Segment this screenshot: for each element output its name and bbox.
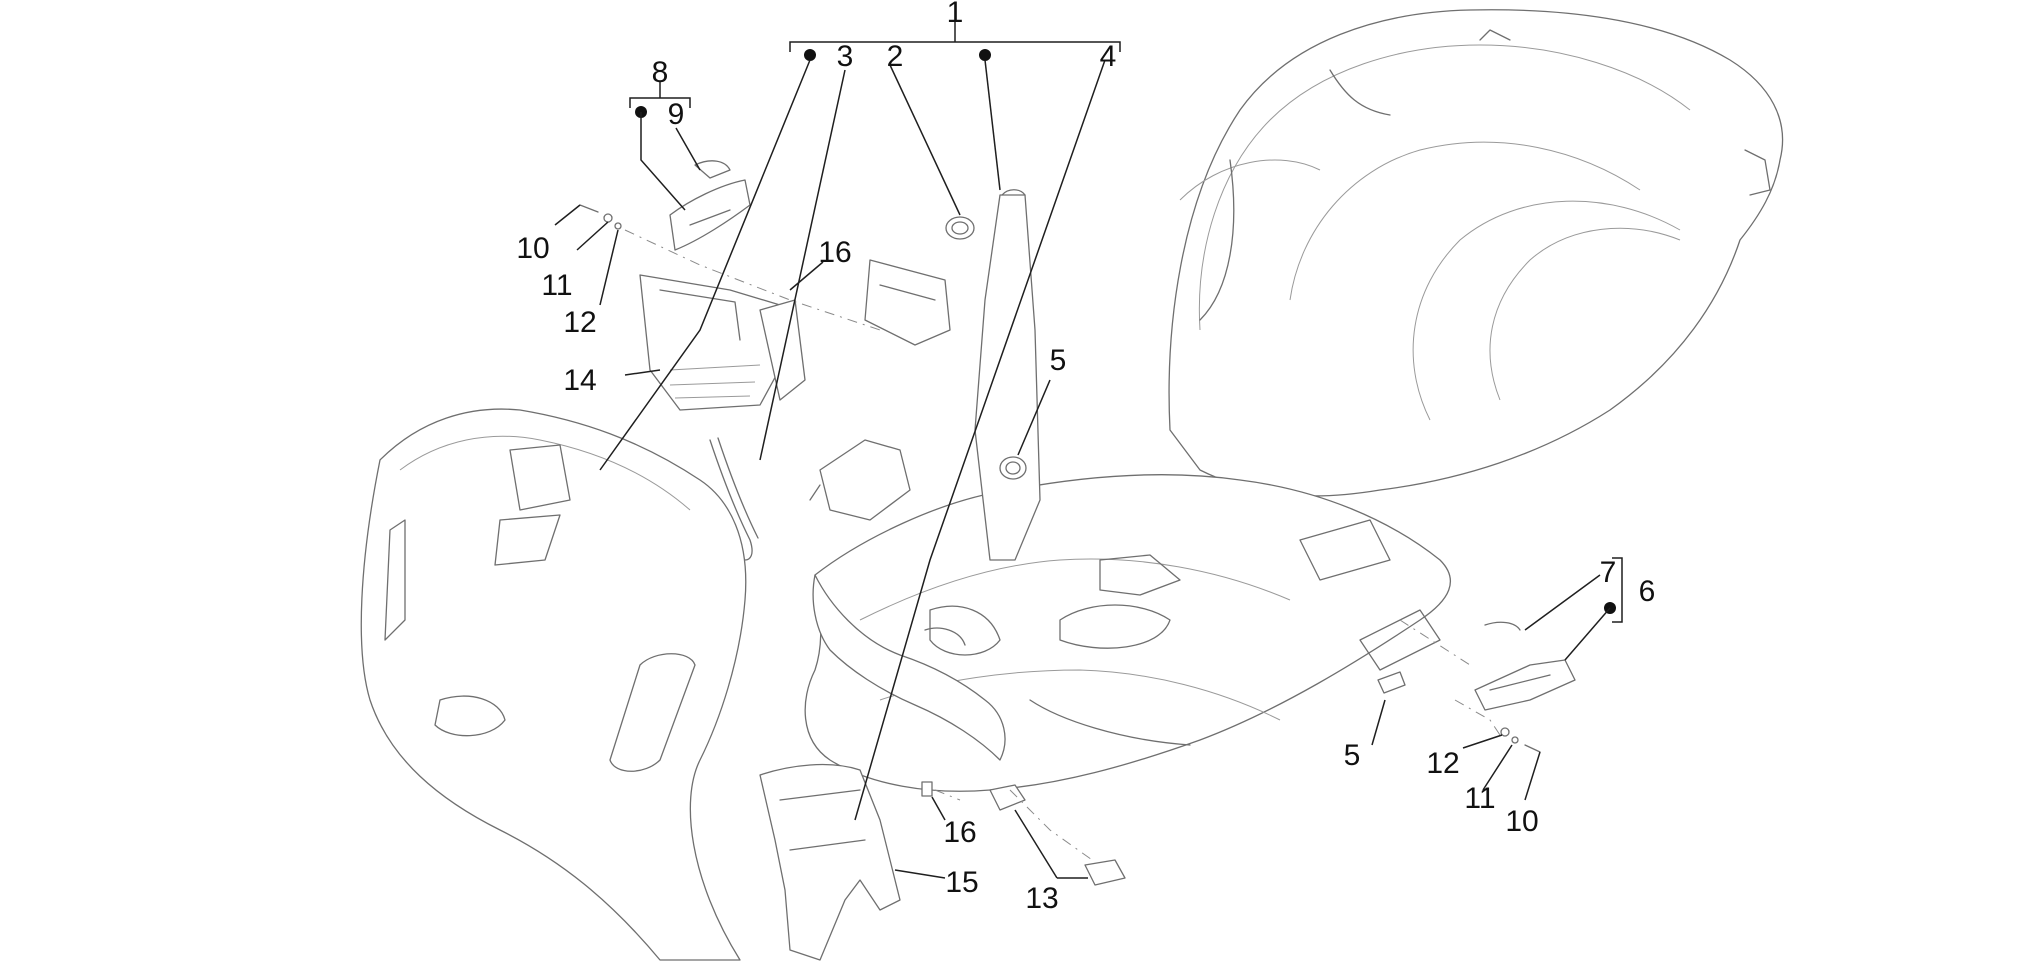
label-5-lower: 5 <box>1344 739 1361 772</box>
label-11-right: 11 <box>1464 782 1495 815</box>
label-14: 14 <box>563 364 596 397</box>
label-10-left: 10 <box>516 232 549 265</box>
label-16-lower: 16 <box>943 816 976 849</box>
label-10-right: 10 <box>1505 805 1538 838</box>
label-2: 2 <box>887 40 904 73</box>
label-5-upper: 5 <box>1050 344 1067 377</box>
label-12-left: 12 <box>563 306 596 339</box>
rubber-pad-lower <box>1084 859 1126 886</box>
assembly-lines <box>624 229 1501 863</box>
side-latch-assembly <box>1474 621 1576 711</box>
bracket-1 <box>789 22 1121 61</box>
grommet-part-2 <box>945 216 975 240</box>
label-11-left: 11 <box>541 269 572 302</box>
label-12-right: 12 <box>1426 747 1459 780</box>
label-4: 4 <box>1100 40 1117 73</box>
rubber-pad-upper <box>989 784 1026 811</box>
label-15: 15 <box>945 866 978 899</box>
front-legshield <box>360 408 747 961</box>
clip-part-16 <box>921 781 933 797</box>
cover-part-15 <box>759 763 901 961</box>
glovebox-bracket <box>639 274 806 411</box>
label-1: 1 <box>947 0 964 29</box>
label-7: 7 <box>1600 556 1617 589</box>
label-3: 3 <box>837 40 854 73</box>
label-13: 13 <box>1025 882 1058 915</box>
label-9: 9 <box>668 98 685 131</box>
cable-guide <box>709 437 759 561</box>
label-16-upper: 16 <box>818 236 851 269</box>
callout-labels: 1 2 3 4 5 5 6 7 8 9 10 10 11 11 12 12 13… <box>516 0 1655 915</box>
insert-part-5 <box>1377 671 1406 694</box>
latch-assembly <box>669 160 751 251</box>
screw-washer-left <box>579 204 622 230</box>
leader-lines <box>554 59 1611 879</box>
label-6: 6 <box>1639 575 1656 608</box>
label-8: 8 <box>652 56 669 89</box>
screw-washer-right <box>1500 727 1541 753</box>
front-floor-panel <box>812 574 1006 761</box>
rear-body-shell <box>1168 9 1784 497</box>
cap-part-5 <box>999 456 1027 480</box>
